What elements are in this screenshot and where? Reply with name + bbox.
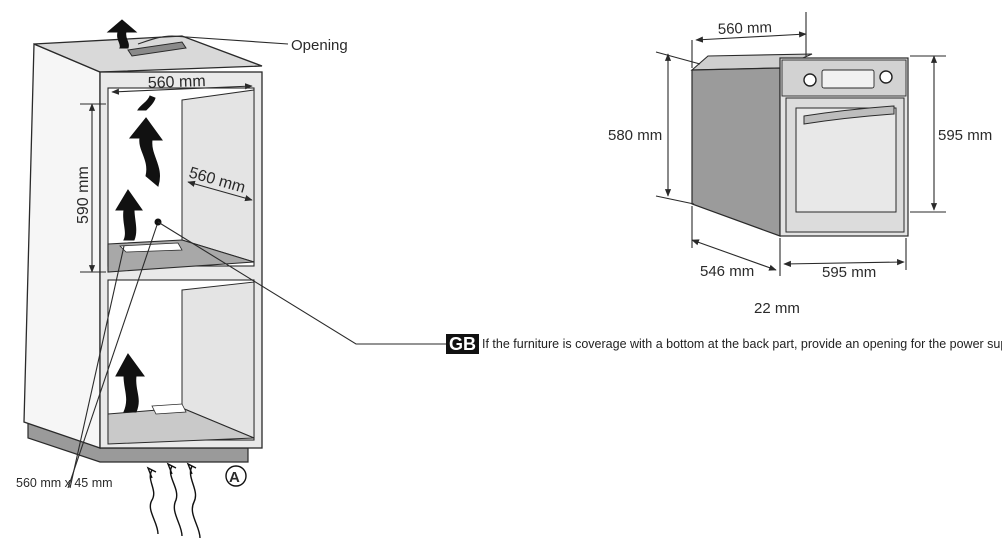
oven-window (795, 107, 897, 213)
oven-knob-icon (803, 73, 817, 87)
opening-label: Opening (291, 37, 348, 54)
marker-a-circle (225, 465, 247, 487)
cabinet (23, 19, 446, 539)
airflow-arrow-icon (128, 117, 163, 187)
airflow-arrow-icon (115, 353, 145, 413)
oven-front-height-label: 595 mm (938, 127, 992, 144)
airflow-arrows (106, 19, 163, 413)
cabinet-width-label: 560 mm (148, 73, 206, 92)
oven-knob-icon (879, 70, 893, 84)
oven (655, 12, 946, 276)
gb-note-text: If the furniture is coverage with a bott… (482, 337, 1002, 351)
cabinet-left-panel (23, 43, 101, 449)
oven-display (821, 69, 875, 89)
oven-depth-label: 546 mm (700, 263, 754, 280)
oven-front-width-label: 595 mm (822, 264, 876, 281)
vent-size-label: 560 mm x 45 mm (16, 476, 113, 490)
top-opening-slot (127, 41, 187, 57)
airflow-arrow-icon (115, 189, 143, 241)
up-arrow-icon (106, 19, 138, 49)
cabinet-height-label: 590 mm (75, 166, 92, 224)
oven-top-width-label: 560 mm (718, 19, 773, 38)
oven-front-thickness-label: 22 mm (754, 300, 800, 317)
shelf-vent-slot (119, 242, 183, 253)
up-arrow-icon (137, 95, 156, 111)
oven-body-height-label: 580 mm (608, 127, 662, 144)
incoming-air-lines (146, 462, 201, 539)
gb-note: GB If the furniture is coverage with a b… (446, 334, 1002, 354)
oven-handle-icon (803, 105, 895, 125)
marker-a: A (229, 469, 240, 486)
floor-vent-slot (151, 403, 187, 415)
gb-badge: GB (446, 334, 479, 354)
oven-side (691, 67, 781, 237)
